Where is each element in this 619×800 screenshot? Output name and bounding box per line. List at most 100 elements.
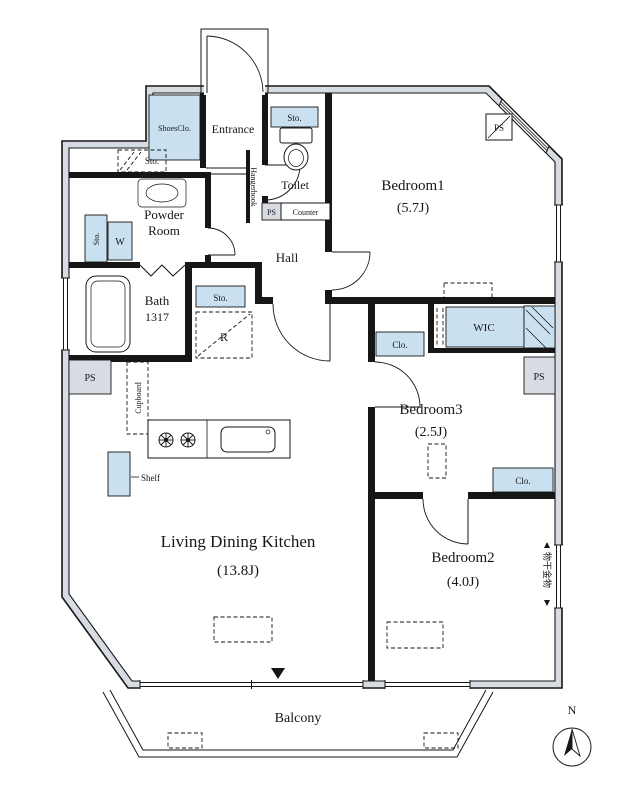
wall-segment bbox=[205, 172, 211, 228]
compass: N bbox=[552, 703, 592, 767]
bedroom2-bottom-window bbox=[384, 680, 471, 689]
wall-segment bbox=[205, 255, 211, 268]
wall-segment bbox=[468, 492, 555, 499]
entrance-label: Entrance bbox=[212, 122, 255, 136]
hall-label: Hall bbox=[276, 250, 299, 265]
compass-needle-dark bbox=[564, 729, 572, 756]
wall-segment bbox=[255, 268, 262, 304]
cupboard: Cupboard bbox=[126, 361, 149, 435]
wic-area: WIC bbox=[436, 305, 556, 353]
wall-segment bbox=[262, 93, 268, 165]
stove-burner-icon bbox=[180, 432, 196, 448]
wall-segment bbox=[185, 262, 262, 268]
doors bbox=[139, 28, 469, 545]
balcony-label: Balcony bbox=[275, 711, 322, 726]
ps-left: PS bbox=[68, 359, 112, 395]
wall-segment bbox=[185, 268, 192, 362]
wall-segment bbox=[325, 93, 332, 252]
ps-right-label: PS bbox=[533, 372, 544, 383]
wall-segment bbox=[200, 93, 206, 168]
washer-label: W bbox=[115, 237, 125, 248]
ldk-ceiling-mark bbox=[213, 616, 273, 643]
bath-window bbox=[61, 277, 70, 351]
bedroom1-dashed-mark bbox=[443, 282, 493, 300]
powder-storage: Sto. bbox=[84, 214, 108, 263]
window-center-marker bbox=[271, 668, 285, 679]
wall-segment bbox=[428, 348, 555, 353]
bedroom3-dashed-mark bbox=[427, 443, 447, 479]
wall-segment bbox=[69, 262, 140, 268]
ps-top-right-label: PS bbox=[494, 123, 504, 133]
kitchen-storage: Sto. bbox=[195, 285, 246, 308]
toilet-fixture bbox=[279, 127, 313, 171]
powder-room-door bbox=[207, 227, 236, 256]
bedroom1-door bbox=[331, 251, 371, 291]
wall-segment bbox=[325, 290, 332, 304]
refrigerator-label: R bbox=[220, 330, 228, 344]
stove-burner-icon bbox=[158, 432, 174, 448]
compass-circle bbox=[552, 727, 592, 767]
toilet-label: Toilet bbox=[281, 178, 309, 192]
shoes-closet-label: ShoesClo. bbox=[158, 124, 191, 133]
hangerhook-label: Hangerhook bbox=[249, 167, 258, 207]
ldk-size-label: (13.8J) bbox=[217, 563, 259, 579]
ps-right: PS bbox=[523, 356, 556, 395]
counter-label: Counter bbox=[293, 208, 319, 217]
toilet-storage-label: Sto. bbox=[287, 113, 301, 123]
room-labels: Entrance Toilet Hall Powder Room Bath 13… bbox=[144, 122, 495, 590]
balcony-hatch-right bbox=[423, 732, 459, 749]
shelf: Shelf bbox=[107, 451, 160, 497]
bedroom2-closet: Clo. bbox=[492, 467, 554, 493]
balcony-outer-rail bbox=[102, 691, 494, 758]
entrance-door bbox=[200, 28, 269, 95]
wall-segment bbox=[255, 297, 273, 304]
bedroom1-size-label: (5.7J) bbox=[397, 201, 430, 216]
storage-areas: ShoesClo. Sto. Sto. Sto. W Sto. R bbox=[84, 94, 556, 497]
ps-toilet-label: PS bbox=[267, 208, 276, 217]
toilet-storage: Sto. bbox=[270, 106, 319, 128]
wall-segment bbox=[246, 150, 250, 223]
wall-segment bbox=[368, 304, 375, 362]
ps-top-right: PS bbox=[485, 113, 513, 141]
fixtures bbox=[85, 127, 313, 459]
entrance-storage-label: Sto. bbox=[145, 156, 159, 166]
kitchen-storage-label: Sto. bbox=[213, 293, 227, 303]
shelf-label: Shelf bbox=[141, 473, 160, 483]
balcony: Balcony bbox=[102, 689, 494, 758]
bedroom2-label: Bedroom2 bbox=[431, 550, 494, 566]
wall-segment bbox=[368, 407, 375, 681]
bath-label: Bath bbox=[145, 293, 170, 308]
vanity bbox=[137, 178, 187, 208]
bedroom2-window bbox=[554, 544, 563, 609]
windows bbox=[61, 98, 563, 689]
faucet-icon bbox=[265, 429, 271, 435]
refrigerator-space: R bbox=[195, 311, 253, 359]
kitchen-counter bbox=[147, 419, 291, 459]
counter-strip: PS Counter bbox=[261, 202, 331, 221]
bedroom2-door bbox=[422, 498, 469, 545]
bath-folding-door bbox=[139, 264, 186, 277]
wall-segment bbox=[428, 304, 434, 350]
bedroom3-closet: Clo. bbox=[375, 331, 425, 357]
wic-label: WIC bbox=[473, 322, 494, 334]
laundry-fitting: 物干金物 bbox=[542, 542, 553, 606]
bedroom2-ceiling-mark bbox=[386, 621, 444, 649]
bedroom3-label: Bedroom3 bbox=[399, 402, 462, 418]
bathtub bbox=[85, 275, 131, 353]
compass-north-label: N bbox=[568, 703, 577, 717]
shoes-closet-box bbox=[148, 94, 201, 161]
washer-space: W bbox=[107, 221, 133, 261]
bedroom2-closet-label: Clo. bbox=[515, 476, 530, 486]
ldk-label: Living Dining Kitchen bbox=[161, 532, 316, 551]
kitchen-sink bbox=[220, 426, 276, 453]
powder-room-label-1: Powder bbox=[144, 207, 184, 222]
powder-storage-label: Sto. bbox=[92, 233, 101, 246]
laundry-fitting-label: 物干金物 bbox=[542, 552, 553, 588]
wall-segment bbox=[330, 297, 555, 304]
wall-segment bbox=[375, 492, 423, 499]
dashed-marks bbox=[213, 282, 493, 649]
ldk-balcony-window bbox=[139, 680, 364, 689]
bath-size-label: 1317 bbox=[145, 310, 169, 324]
ldk-door bbox=[272, 303, 331, 362]
